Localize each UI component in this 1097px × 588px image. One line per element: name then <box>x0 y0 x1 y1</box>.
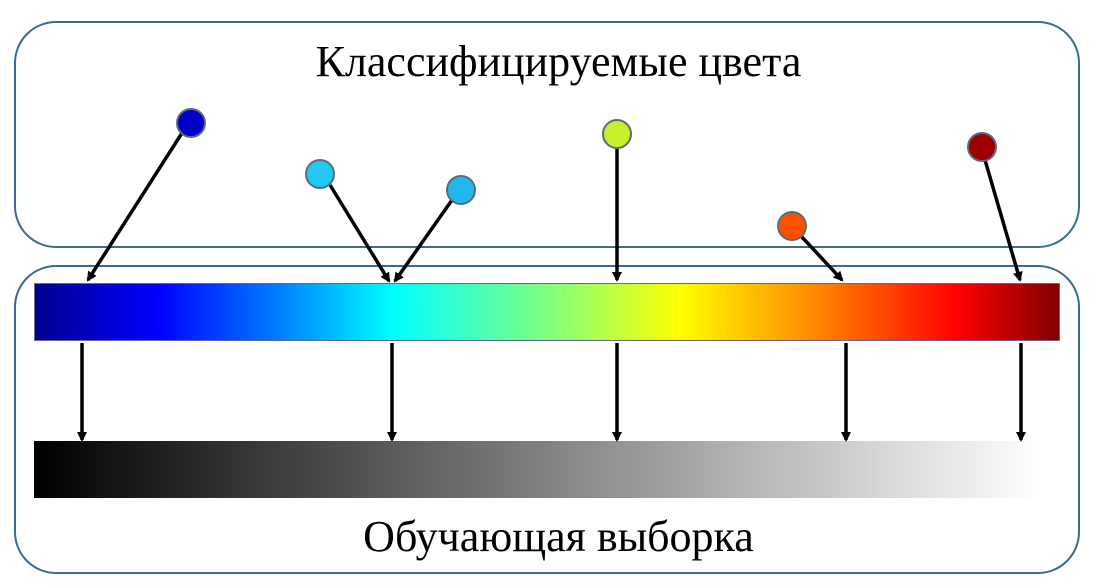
training-sample-title: Обучающая выборка <box>363 512 754 561</box>
classified-colors-title: Классифицируемые цвета <box>315 37 802 86</box>
grayscale-bar <box>34 441 1042 498</box>
color-spectrum-bar <box>34 283 1060 341</box>
